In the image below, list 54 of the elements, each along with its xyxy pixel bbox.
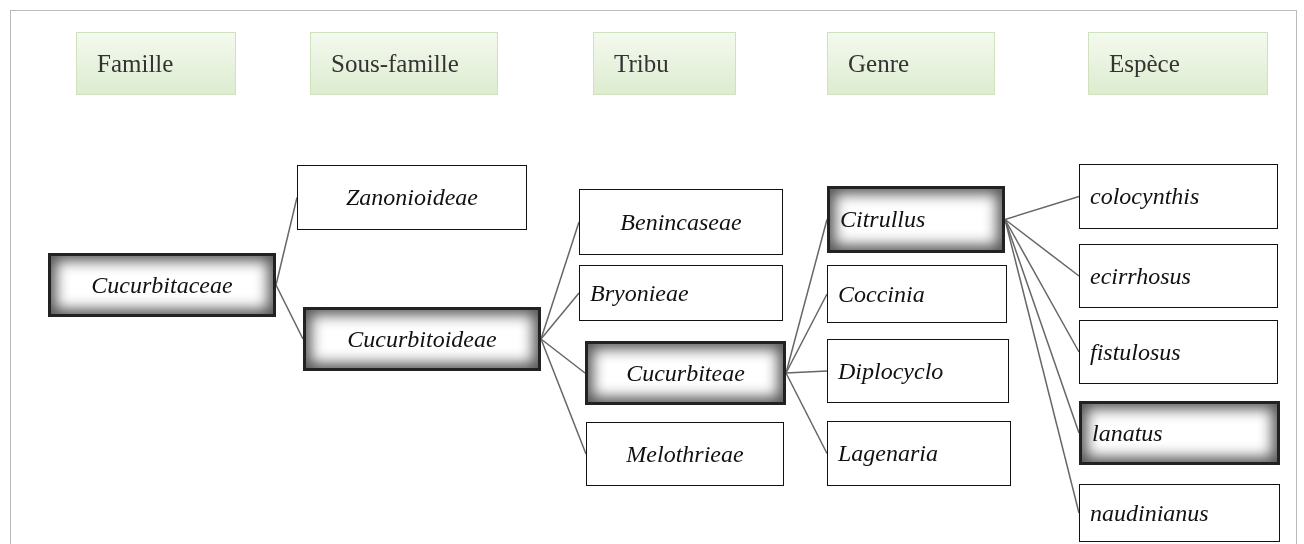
taxon-box	[1079, 164, 1278, 229]
taxon-name: Lagenaria	[838, 440, 938, 467]
taxon-name: Cucurbitoideae	[347, 325, 497, 353]
taxon-box	[827, 265, 1007, 323]
taxon-name: fistulosus	[1090, 338, 1181, 366]
connector-line	[1004, 195, 1080, 221]
taxon-box	[1079, 320, 1278, 384]
rank-label: Genre	[848, 49, 910, 78]
highlighted-taxon-box	[303, 307, 541, 371]
taxon-name: Melothrieae	[626, 440, 744, 468]
taxon-box	[1079, 484, 1280, 542]
connector-line	[540, 221, 580, 340]
highlighted-taxon-box	[585, 341, 786, 405]
taxon-name: Citrullus	[840, 206, 926, 233]
rank-label: Espèce	[1109, 49, 1180, 78]
connector-line	[1004, 218, 1080, 353]
rank-header-box	[310, 32, 498, 95]
rank-header-box	[593, 32, 736, 95]
rank-header-box	[827, 32, 995, 95]
taxon-name: lanatus	[1092, 419, 1163, 447]
connector-line	[540, 338, 587, 455]
connector-line	[1004, 218, 1080, 277]
taxon-box	[1079, 244, 1278, 308]
taxon-box	[827, 421, 1011, 486]
taxon-name: Cucurbiteae	[626, 359, 745, 387]
highlighted-taxon-box	[827, 186, 1005, 253]
highlighted-taxon-box	[1079, 401, 1280, 465]
connector-line	[275, 196, 298, 286]
taxon-box	[579, 265, 783, 321]
connector-line	[785, 372, 828, 455]
connector-line	[540, 292, 580, 340]
taxon-name: colocynthis	[1090, 183, 1200, 210]
taxon-name: Zanonioideae	[346, 184, 478, 211]
connector-line	[785, 293, 828, 374]
taxon-name: Bryonieae	[590, 279, 689, 307]
taxon-name: Coccinia	[838, 280, 925, 308]
taxon-box	[579, 189, 783, 255]
connector-line	[275, 284, 304, 340]
taxon-name: Cucurbitaceae	[91, 271, 233, 299]
taxon-box	[297, 165, 527, 230]
rank-header-box	[1088, 32, 1268, 95]
connector-line	[540, 338, 586, 374]
highlighted-taxon-box	[48, 253, 276, 317]
taxon-box	[586, 422, 784, 486]
taxon-box	[827, 339, 1009, 403]
taxon-name: ecirrhosus	[1090, 262, 1191, 290]
taxon-name: Benincaseae	[620, 208, 742, 236]
rank-label: Famille	[97, 49, 174, 78]
taxon-name: Diplocyclo	[838, 357, 944, 385]
rank-label: Tribu	[614, 49, 669, 78]
taxon-name: naudinianus	[1090, 499, 1209, 527]
connector-line	[785, 370, 828, 374]
rank-header-box	[76, 32, 236, 95]
rank-label: Sous-famille	[331, 49, 459, 78]
